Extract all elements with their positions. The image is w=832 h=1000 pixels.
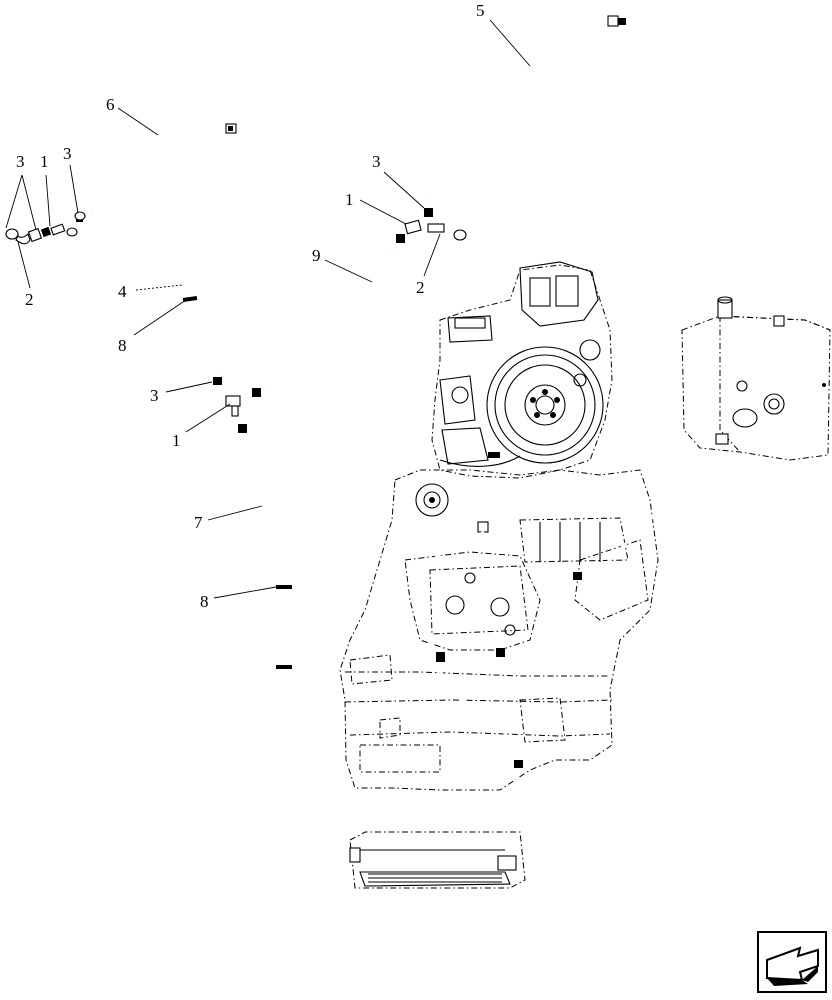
oil-cooler bbox=[349, 831, 526, 889]
callout-3: 3 bbox=[150, 386, 159, 405]
coolant-tank bbox=[681, 296, 831, 461]
leader-lines bbox=[5, 19, 531, 599]
engine bbox=[415, 261, 613, 533]
tank-filler-neck bbox=[717, 299, 733, 319]
callout-1: 1 bbox=[40, 152, 49, 171]
hose-7 bbox=[241, 430, 289, 799]
fitting-cluster-left bbox=[5, 123, 237, 245]
clamp-8-mid bbox=[276, 585, 292, 589]
callout-3: 3 bbox=[16, 152, 25, 171]
callout-1: 1 bbox=[172, 431, 181, 450]
hose-5 bbox=[427, 16, 605, 201]
clamp-8-upper bbox=[182, 296, 198, 302]
clamp-8-lower bbox=[276, 665, 292, 669]
callout-7: 7 bbox=[194, 513, 203, 532]
callout-labels: 3 1 3 2 6 4 8 3 1 7 8 5 3 1 9 2 bbox=[16, 1, 485, 611]
hose-6 bbox=[90, 122, 215, 217]
callout-2: 2 bbox=[25, 290, 34, 309]
callout-8: 8 bbox=[118, 336, 127, 355]
hose-9 bbox=[268, 251, 395, 392]
callout-2: 2 bbox=[416, 278, 425, 297]
machine-hoses bbox=[422, 448, 723, 971]
callout-8: 8 bbox=[200, 592, 209, 611]
machine-chassis bbox=[339, 469, 659, 791]
tee-fitting-center bbox=[213, 377, 261, 433]
callout-1: 1 bbox=[345, 190, 354, 209]
callout-5: 5 bbox=[476, 1, 485, 20]
tee-fitting-right bbox=[396, 15, 626, 243]
callout-3: 3 bbox=[63, 144, 72, 163]
callout-3: 3 bbox=[372, 152, 381, 171]
callout-4: 4 bbox=[118, 282, 127, 301]
hose-4 bbox=[89, 232, 219, 378]
callout-6: 6 bbox=[106, 95, 115, 114]
flywheel bbox=[486, 346, 604, 464]
callout-9: 9 bbox=[312, 246, 321, 265]
previous-page-arrow-icon[interactable] bbox=[757, 931, 827, 993]
